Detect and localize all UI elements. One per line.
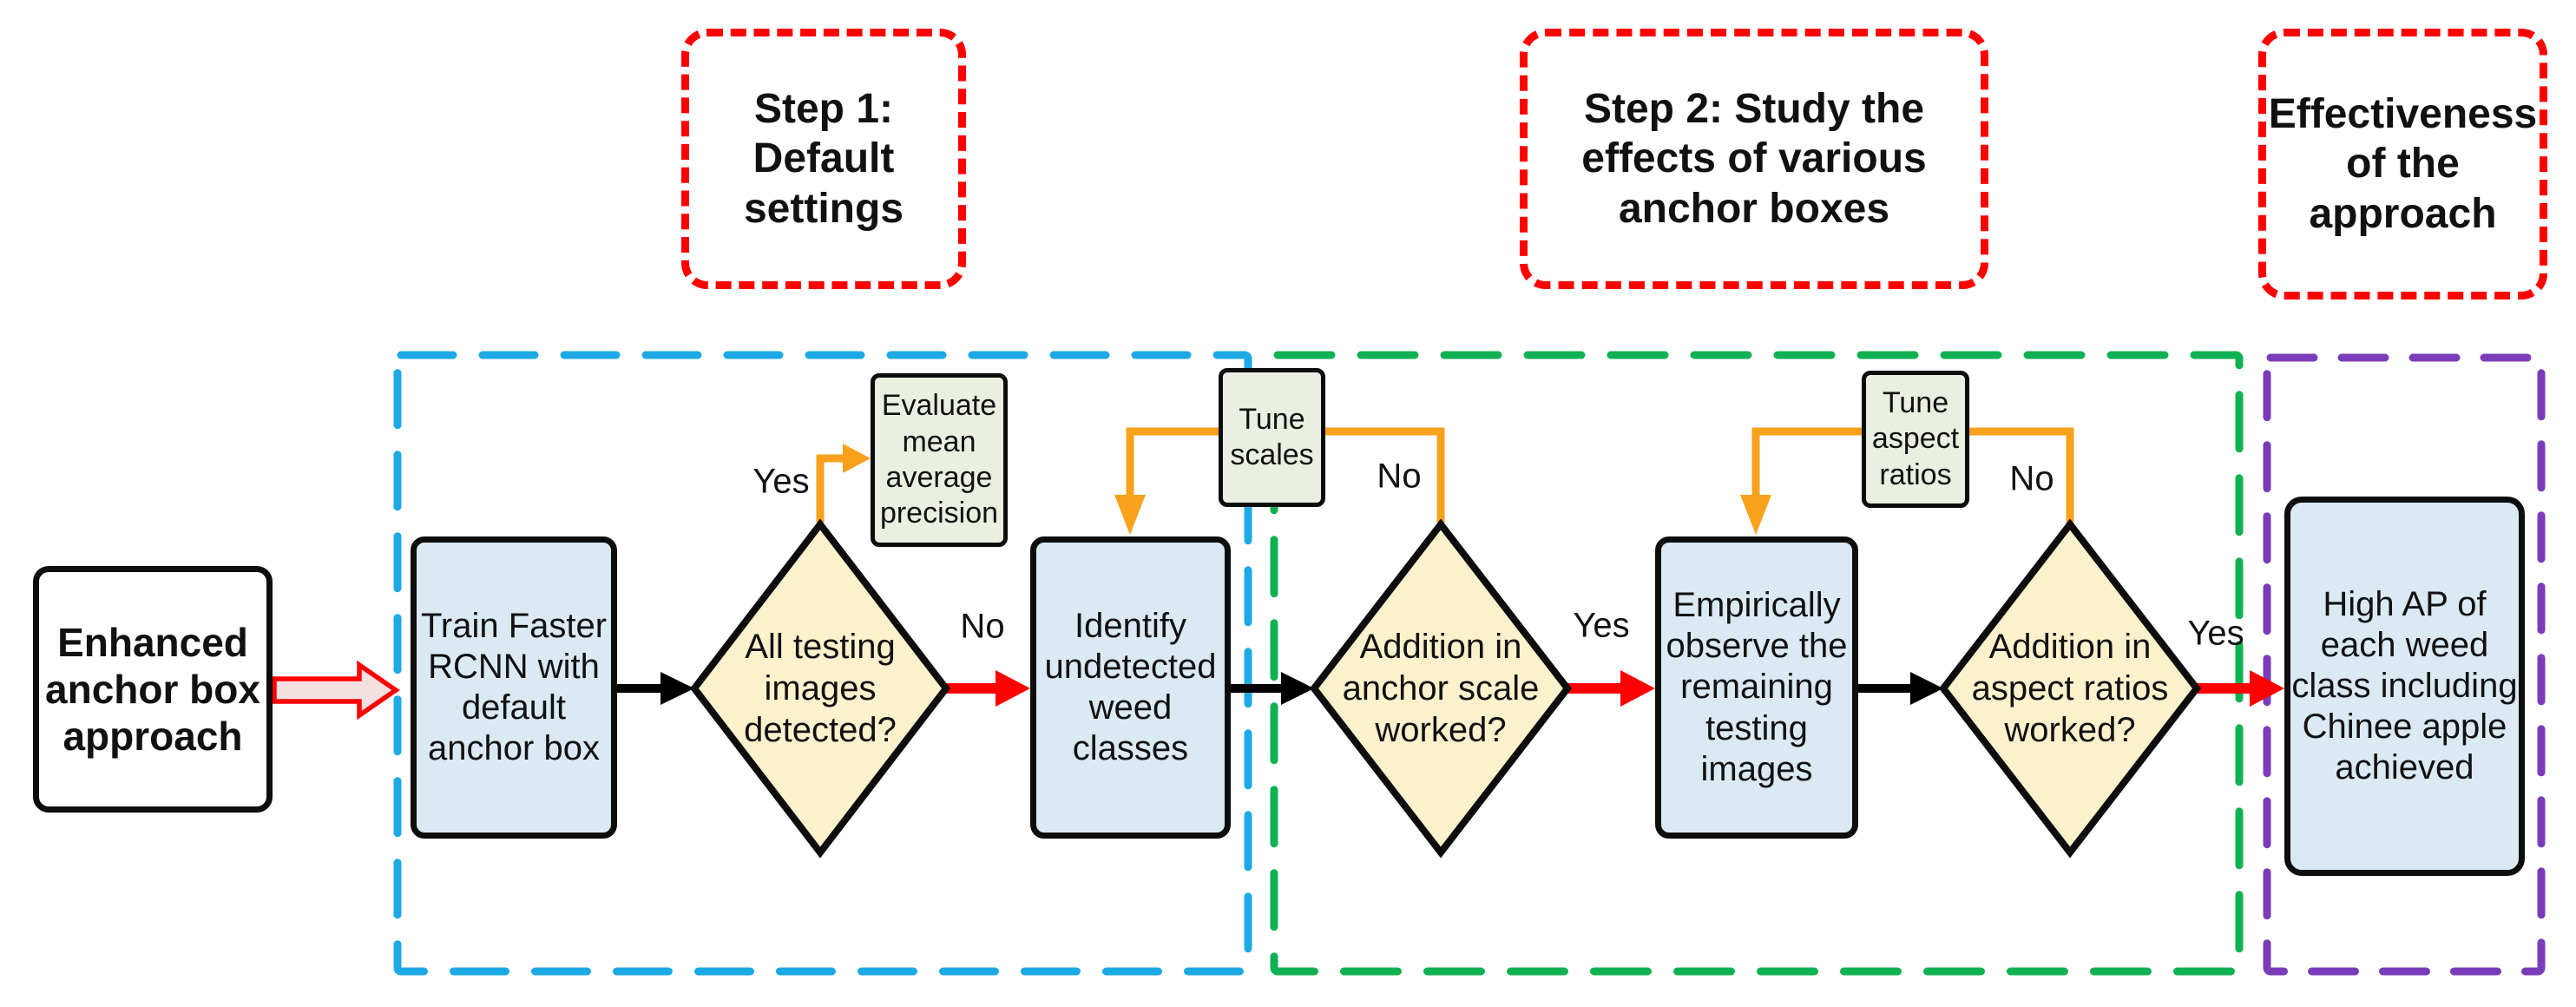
red-arrow-yes-to-highap-head-icon [2250, 670, 2284, 707]
red-arrow-no-to-identify-head-icon [996, 670, 1030, 707]
no-feedback-aspect-arrowhead-icon [1740, 495, 1771, 535]
arrow-train-to-decision1-head-icon [660, 672, 694, 705]
node-high-ap-achieved: High AP of each weed class including Chi… [2284, 497, 2525, 876]
red-arrow-yes-to-empirically-head-icon [1620, 670, 1655, 707]
decision-all-testing-diamond [689, 518, 951, 859]
label-no-decision1: No [960, 607, 1005, 646]
step1-header-box: Step 1: Default settings [681, 29, 966, 289]
decision-anchor-scale-diamond [1309, 518, 1573, 859]
effectiveness-header-box: Effectiveness of the approach [2258, 29, 2547, 299]
effectiveness-dashed-container [2263, 353, 2546, 976]
label-yes-decision3: Yes [2187, 614, 2244, 653]
decision-aspect-ratios-diamond [1938, 518, 2202, 859]
step1-header-text: Step 1: Default settings [743, 85, 904, 232]
hollow-red-arrow [272, 660, 400, 721]
effectiveness-header-text: Effectiveness of the approach [2268, 90, 2538, 237]
no-feedback-scales-arrowhead-icon [1114, 495, 1146, 535]
step1-dashed-container [393, 351, 1252, 976]
label-yes-decision1: Yes [752, 462, 810, 501]
label-no-decision2: No [1377, 457, 1422, 496]
arrow-empirically-to-decision3-head-icon [1910, 672, 1943, 705]
label-yes-decision2: Yes [1573, 606, 1630, 645]
yes-connector-arrowhead-icon [843, 444, 871, 473]
arrow-identify-to-decision2-head-icon [1281, 672, 1314, 705]
decision-anchor-scale-text: Addition in anchor scale worked? [1342, 628, 1540, 749]
step2-header-text: Step 2: Study the effects of various anc… [1581, 85, 1927, 232]
decision-all-testing-text: All testing images detected? [744, 628, 897, 749]
decision-aspect-ratios-text: Addition in aspect ratios worked? [1971, 628, 2169, 749]
yes-connector-to-evaluate [816, 454, 843, 523]
node-tune-aspect-ratios: Tune aspect ratios [1862, 371, 1969, 508]
node-train-faster-rcnn: Train Faster RCNN with default anchor bo… [411, 536, 617, 839]
step2-dashed-container [1270, 351, 2244, 976]
node-identify-undetected: Identify undetected weed classes [1030, 536, 1231, 839]
step2-header-box: Step 2: Study the effects of various anc… [1520, 29, 1988, 289]
node-empirically-observe: Empirically observe the remaining testin… [1655, 536, 1858, 839]
label-no-decision3: No [2009, 459, 2054, 498]
node-evaluate-map: Evaluate mean average precision [871, 373, 1008, 547]
node-enhanced-approach: Enhanced anchor box approach [33, 566, 273, 813]
node-tune-scales: Tune scales [1219, 368, 1325, 507]
